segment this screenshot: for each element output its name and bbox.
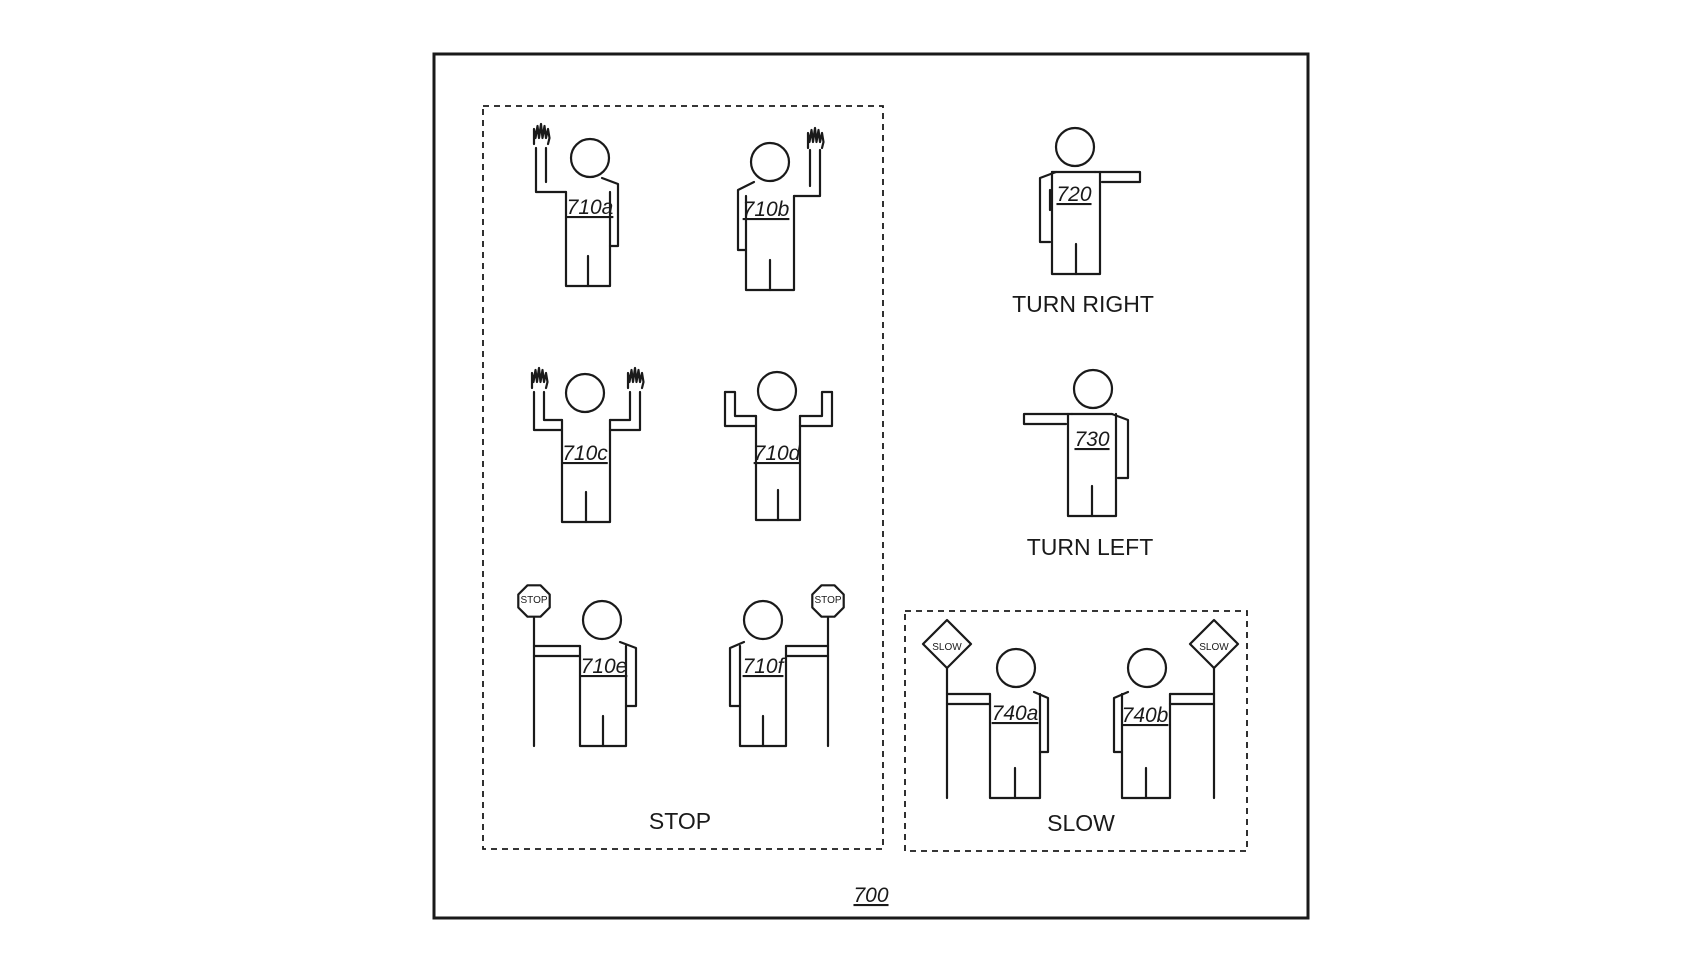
figure-frame [432, 52, 1310, 920]
stop-sign-icon [517, 584, 551, 618]
hand-icon [626, 366, 645, 390]
stop-sign-label-710e: STOP [520, 595, 547, 606]
arm-icon [542, 390, 564, 422]
figure-730 [1022, 368, 1130, 518]
figure-710a [532, 122, 620, 288]
slow-sign-label-740a: SLOW [932, 642, 962, 653]
figure-label-710a: 710a [567, 196, 614, 219]
head-icon [742, 599, 784, 641]
arm-icon [608, 390, 642, 432]
figure-label-710d: 710d [754, 442, 802, 465]
slow-sign-label-740b: SLOW [1199, 642, 1229, 653]
arm-icon [723, 390, 758, 428]
arm-icon [618, 640, 638, 708]
figure-710d [723, 370, 834, 522]
head-icon [564, 372, 606, 414]
figure-number: 700 [853, 884, 888, 907]
arm-icon [534, 146, 568, 194]
figure-label-720: 720 [1056, 183, 1091, 206]
slow-caption: SLOW [1047, 810, 1115, 836]
head-icon [756, 370, 798, 412]
figure-740a [921, 618, 1050, 800]
figure-label-740a: 740a [992, 702, 1039, 725]
arm-icon [728, 640, 746, 708]
hand-icon [530, 366, 549, 390]
arm-icon [532, 390, 564, 432]
figure-label-710f: 710f [743, 655, 786, 678]
stop-group-box [482, 105, 884, 850]
arm-icon [798, 390, 834, 428]
figure-label-710c: 710c [562, 442, 608, 465]
arm-icon [1110, 412, 1130, 480]
head-icon [1126, 647, 1168, 689]
figure-710b [736, 126, 825, 292]
figure-740b [1112, 618, 1240, 800]
figure-label-730: 730 [1074, 428, 1109, 451]
arm-icon [723, 390, 758, 418]
figures-layer [517, 122, 1240, 800]
arm-icon [600, 176, 620, 248]
figure-710e [517, 584, 638, 748]
arm-icon [1038, 170, 1058, 244]
figure-label-710e: 710e [581, 655, 628, 678]
hand-icon [532, 122, 551, 146]
stop-caption: STOP [649, 808, 711, 834]
turn-right-caption: TURN RIGHT [1012, 291, 1154, 317]
head-icon [749, 141, 791, 183]
figure-label-710b: 710b [743, 198, 790, 221]
arm-icon [792, 148, 822, 198]
arm-icon [736, 180, 756, 252]
arm-icon [1022, 412, 1074, 426]
figure-710f [728, 584, 845, 748]
head-icon [569, 137, 611, 179]
arm-icon [798, 390, 834, 418]
head-icon [1072, 368, 1114, 410]
turn-left-caption: TURN LEFT [1027, 534, 1154, 560]
figure-label-740b: 740b [1122, 704, 1169, 727]
head-icon [581, 599, 623, 641]
arm-icon [1093, 170, 1142, 184]
head-icon [995, 647, 1037, 689]
stop-sign-label-710f: STOP [814, 595, 841, 606]
hand-icon [806, 126, 825, 150]
head-icon [1054, 126, 1096, 168]
slow-group-box [904, 610, 1248, 852]
figure-720 [1038, 126, 1142, 276]
figure-710c [530, 366, 645, 524]
arm-icon [608, 390, 632, 422]
stop-sign-icon [811, 584, 845, 618]
